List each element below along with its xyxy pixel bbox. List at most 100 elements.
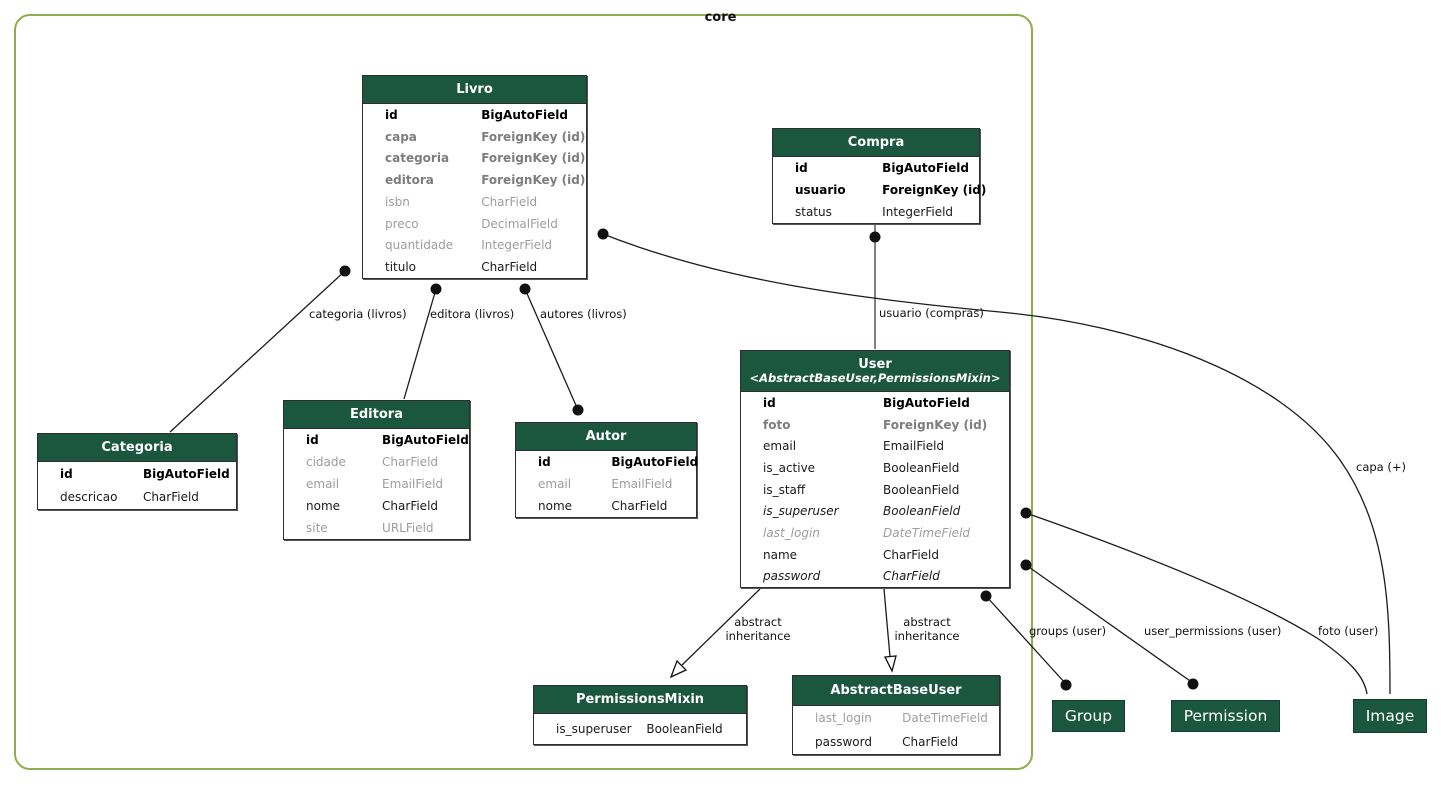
field-row: nome CharField xyxy=(516,495,696,517)
field-type: BigAutoField xyxy=(481,107,568,122)
field-row: isbn CharField xyxy=(363,191,586,213)
field-type: CharField xyxy=(611,499,668,513)
field-type: BooleanField xyxy=(883,504,961,519)
edge-label-abstract-inheritance: abstract inheritance xyxy=(713,615,803,643)
field-type: BigAutoField xyxy=(882,161,969,175)
field-row: categoria ForeignKey (id) xyxy=(363,148,586,170)
field-row: foto ForeignKey (id) xyxy=(741,414,1009,436)
edge-foto xyxy=(1025,512,1368,695)
edge-label-autores: autores (livros) xyxy=(540,307,627,321)
cluster-core-label: core xyxy=(704,10,737,25)
node-permission: Permission xyxy=(1171,700,1280,732)
field-name: quantidade xyxy=(385,238,454,253)
field-row: email EmailField xyxy=(516,473,696,495)
field-type: ForeignKey (id) xyxy=(883,417,988,432)
entity-user-title-text: User xyxy=(858,357,892,372)
field-name: nome xyxy=(538,499,573,513)
field-name: id xyxy=(795,161,808,175)
field-name: email xyxy=(306,477,340,491)
field-type: EmailField xyxy=(382,477,444,491)
field-name: id xyxy=(538,455,551,469)
edge-label-abstract-inheritance: abstract inheritance xyxy=(882,615,972,643)
field-name: site xyxy=(306,521,328,535)
field-row: last_login DateTimeField xyxy=(741,522,1009,544)
field-name: nome xyxy=(306,499,341,513)
field-type: CharField xyxy=(481,194,538,209)
field-type: BooleanField xyxy=(883,460,960,475)
field-name: capa xyxy=(385,129,417,144)
field-name: is_active xyxy=(763,460,816,475)
edge-label-groups: groups (user) xyxy=(1029,624,1107,638)
field-name: categoria xyxy=(385,151,450,166)
entity-compra-title: Compra xyxy=(773,129,979,157)
field-type: DateTimeField xyxy=(883,525,971,540)
field-row: editora ForeignKey (id) xyxy=(363,169,586,191)
field-type: BooleanField xyxy=(883,482,960,497)
entity-autor-title: Autor xyxy=(516,423,696,451)
entity-categoria-title: Categoria xyxy=(38,434,236,462)
field-row: id BigAutoField xyxy=(363,104,586,126)
field-type: BigAutoField xyxy=(883,395,970,410)
edge-dot xyxy=(1187,678,1199,690)
field-type: ForeignKey (id) xyxy=(481,173,586,188)
field-type: EmailField xyxy=(611,477,673,491)
field-row: is_superuser BooleanField xyxy=(741,500,1009,522)
field-name: email xyxy=(538,477,572,491)
edge-label-inheritance: inheritance xyxy=(725,629,791,643)
edge-label-usuario: usuario (compras) xyxy=(879,306,984,320)
field-name: descricao xyxy=(60,490,118,505)
field-type: IntegerField xyxy=(481,238,553,253)
field-row: is_active BooleanField xyxy=(741,457,1009,479)
edge-label-abstract: abstract xyxy=(734,615,782,629)
field-name: titulo xyxy=(385,260,417,275)
field-name: id xyxy=(385,107,398,122)
entity-permissionsmixin-title: PermissionsMixin xyxy=(534,686,746,714)
field-name: preco xyxy=(385,216,419,231)
field-name: email xyxy=(763,439,797,454)
edge-label-capa: capa (+) xyxy=(1356,460,1406,474)
field-row: capa ForeignKey (id) xyxy=(363,126,586,148)
field-type: BooleanField xyxy=(646,722,723,736)
entity-user-title: User <AbstractBaseUser,PermissionsMixin> xyxy=(741,351,1009,392)
entity-editora-title: Editora xyxy=(284,401,469,429)
field-name: editora xyxy=(385,173,434,188)
field-type: BigAutoField xyxy=(382,433,469,447)
field-type: URLField xyxy=(382,521,434,535)
field-name: id xyxy=(60,466,73,481)
field-name: is_superuser xyxy=(763,504,839,519)
entity-livro-title: Livro xyxy=(363,76,586,104)
field-name: cidade xyxy=(306,455,346,469)
field-type: IntegerField xyxy=(882,205,954,219)
edge-label-categoria: categoria (livros) xyxy=(309,307,407,321)
field-type: CharField xyxy=(382,499,439,513)
field-type: ForeignKey (id) xyxy=(481,151,586,166)
field-name: foto xyxy=(763,417,791,432)
edge-dot xyxy=(1060,679,1072,691)
field-name: password xyxy=(815,735,872,749)
field-row: site URLField xyxy=(284,517,469,539)
field-type: ForeignKey (id) xyxy=(882,183,987,197)
field-type: CharField xyxy=(883,569,940,584)
field-type: CharField xyxy=(883,547,939,562)
field-name: last_login xyxy=(763,525,820,540)
field-type: ForeignKey (id) xyxy=(481,129,586,144)
field-name: isbn xyxy=(385,194,410,209)
